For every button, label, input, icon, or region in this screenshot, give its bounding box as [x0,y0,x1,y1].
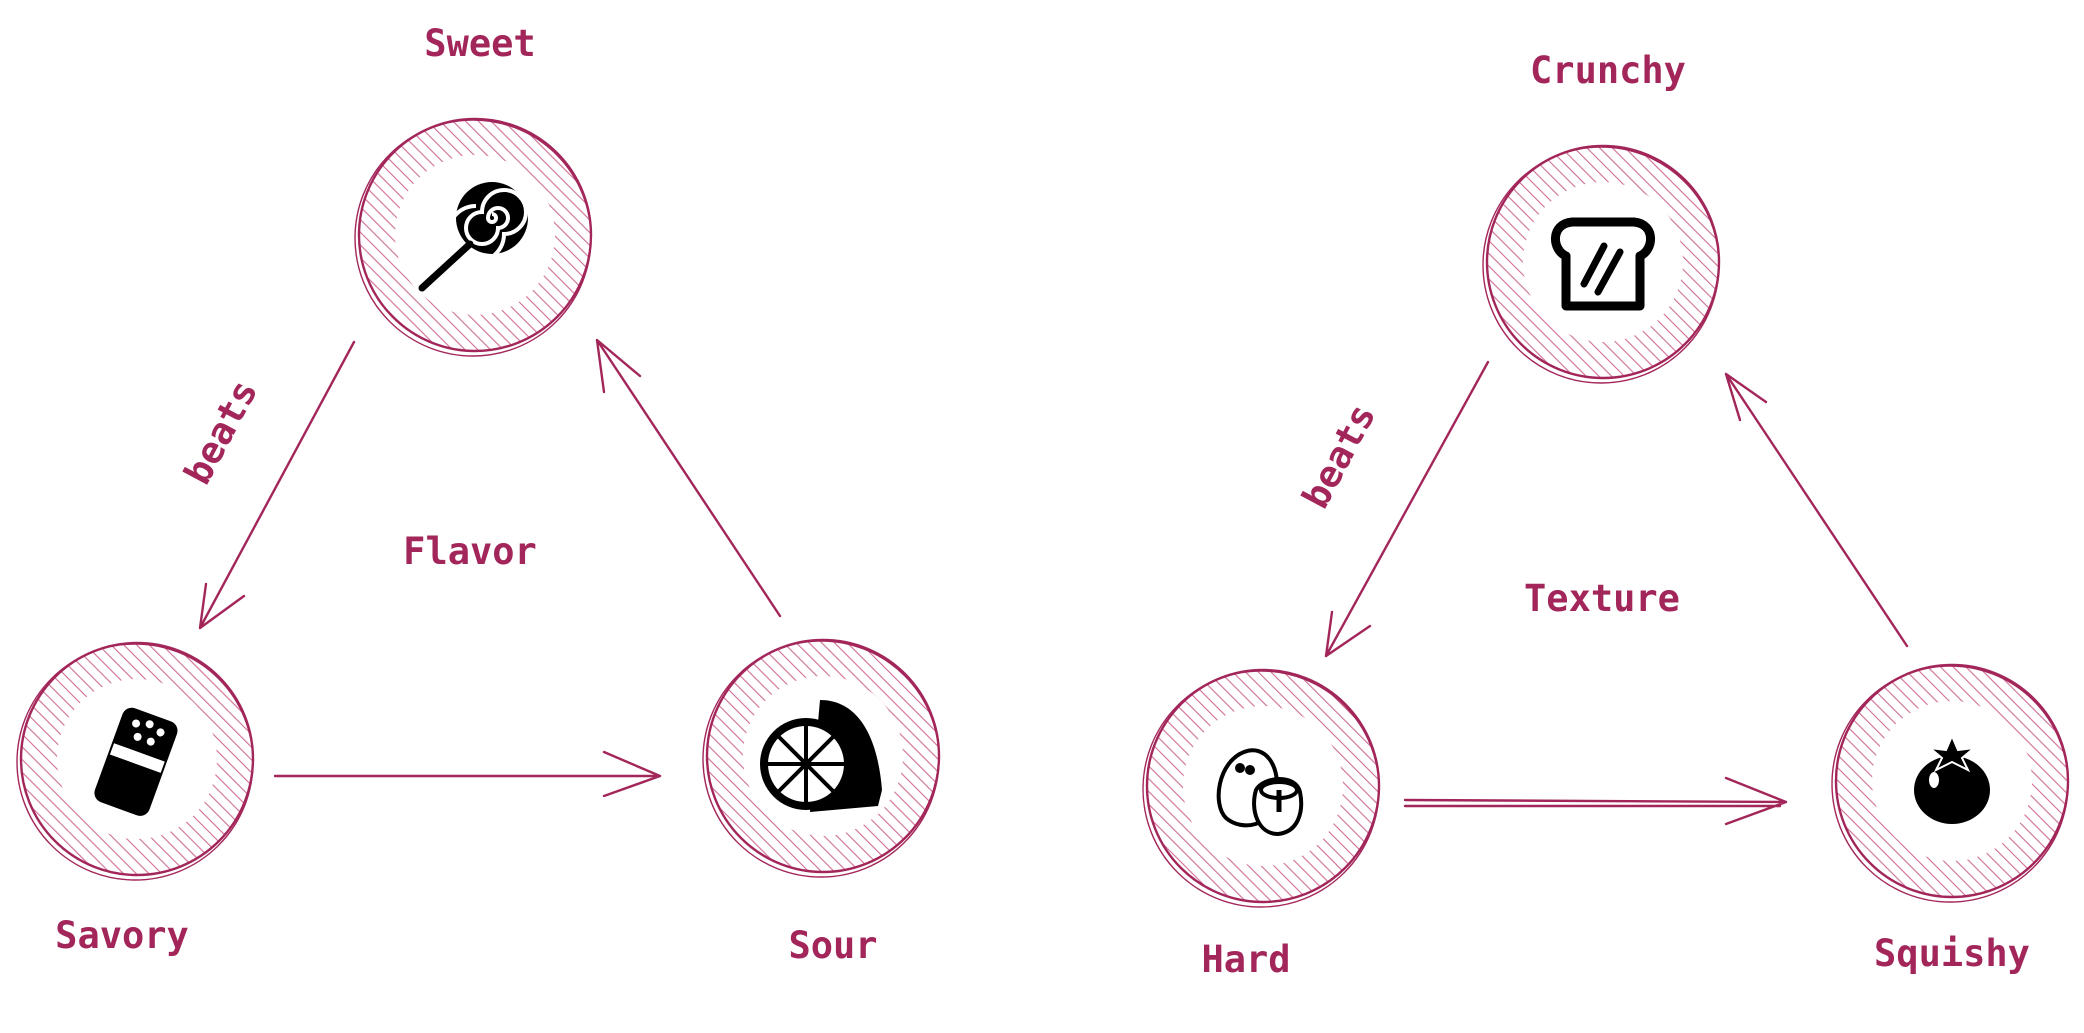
lemon-icon [760,700,882,812]
node-sour [702,638,941,878]
toast-icon [1551,217,1655,311]
node-crunchy [1482,144,1721,384]
edge-label-beats: beats [176,373,266,492]
node-label-sweet: Sweet [424,22,535,65]
arrow-sweet-to-savory [198,340,356,630]
lollipop-icon [418,182,528,292]
texture-diagram: Crunchy Hard Squishy Texture beats [1142,49,2070,981]
arrow-squishy-to-crunchy [1724,372,1909,648]
center-label-flavor: Flavor [403,530,537,573]
node-sweet [354,117,593,357]
tomato-icon [1914,733,1990,824]
arrow-savory-to-sour [273,750,662,798]
flavor-diagram: Sweet Savory Sour Flavor beats [16,22,941,967]
node-hard [1142,668,1381,908]
center-label-texture: Texture [1524,577,1680,620]
node-squishy [1831,663,2070,903]
node-label-crunchy: Crunchy [1530,49,1686,92]
node-label-savory: Savory [55,914,189,957]
arrow-crunchy-to-hard [1324,360,1490,658]
edge-label-beats: beats [1294,397,1384,516]
arrow-hard-to-squishy [1403,776,1788,826]
node-label-hard: Hard [1201,938,1290,981]
salt-shaker-icon [94,707,178,816]
arrow-sour-to-sweet [595,338,782,618]
node-savory [16,641,255,881]
node-label-squishy: Squishy [1874,932,2030,975]
nuts-icon [1216,748,1304,836]
node-label-sour: Sour [788,924,877,967]
